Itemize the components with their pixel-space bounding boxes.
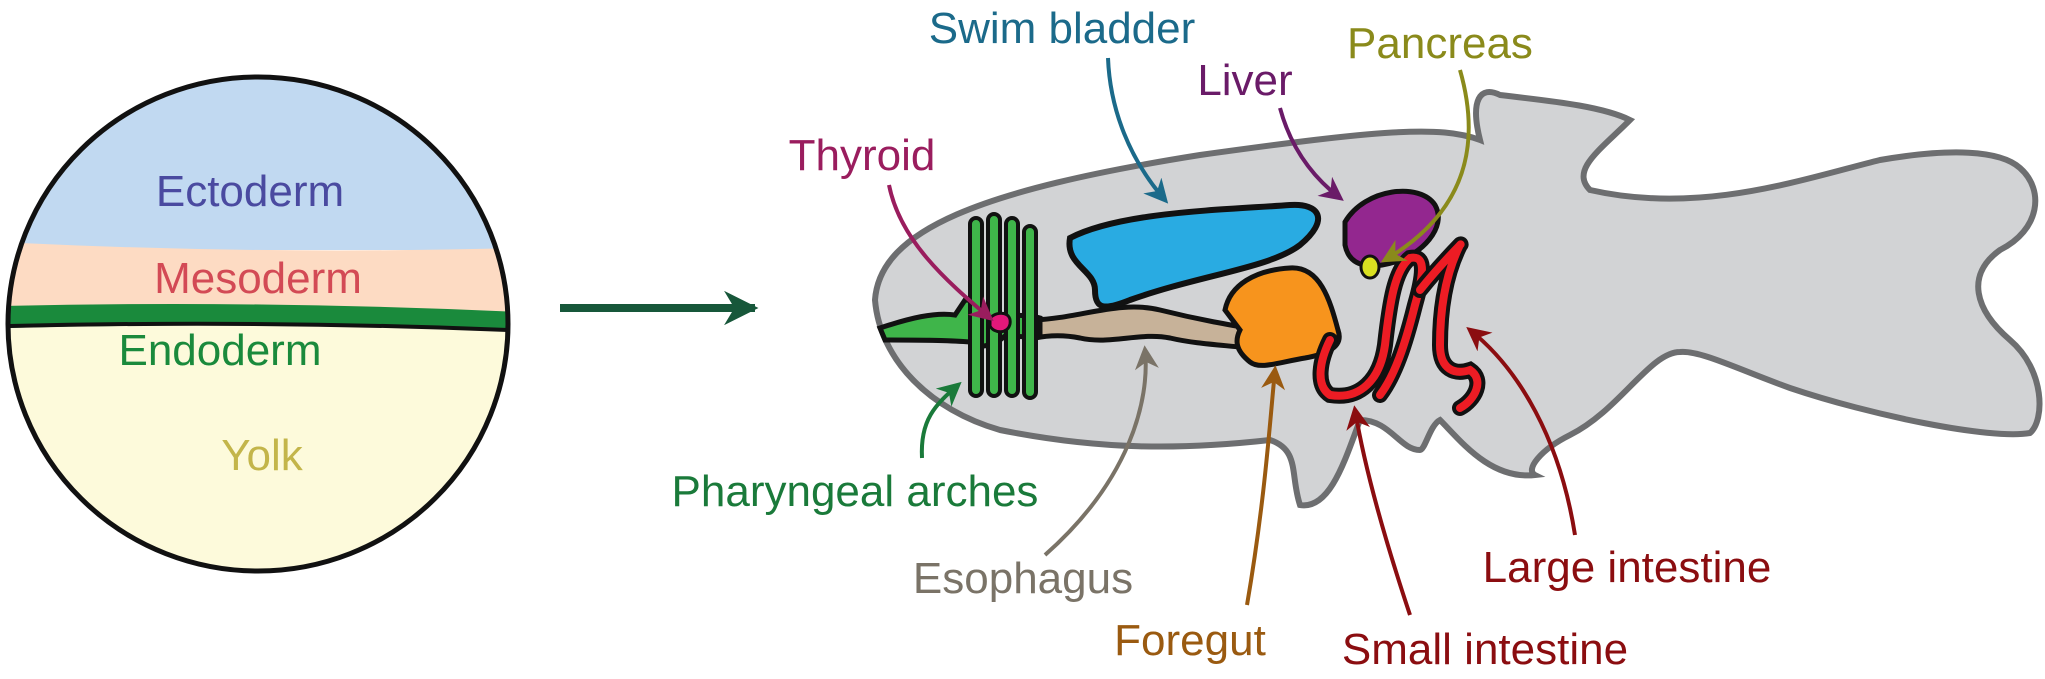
esophagus-label: Esophagus [913, 554, 1133, 603]
ectoderm-label: Ectoderm [156, 167, 344, 216]
swim-bladder-shape [1066, 201, 1322, 310]
large-intestine-label: Large intestine [1483, 543, 1772, 592]
liver-arrow [1278, 107, 1344, 201]
embryo-outline [5, 74, 511, 574]
pharyngeal-arches-arrow [919, 381, 962, 459]
liver-label: Liver [1197, 56, 1292, 105]
fish-body [871, 89, 2043, 509]
fish [871, 89, 2043, 509]
esophagus-arrow [1043, 345, 1159, 557]
foregut-label: Foregut [1114, 616, 1266, 665]
pancreas-shape [1359, 254, 1381, 280]
swim-bladder-label: Swim bladder [929, 4, 1196, 53]
thyroid-arrow [887, 184, 994, 322]
pancreas-label: Pancreas [1347, 19, 1533, 68]
endoderm-label: Endoderm [118, 326, 321, 375]
small-intestine-arrow [1346, 405, 1412, 616]
foregut-arrow [1245, 365, 1286, 606]
thyroid-shape [988, 311, 1012, 334]
thyroid-label: Thyroid [789, 131, 936, 180]
embryo-divider [9, 321, 509, 332]
large-intestine-fill [1416, 240, 1482, 412]
yolk-label: Yolk [221, 431, 304, 480]
pharyngeal-arches-label: Pharyngeal arches [672, 467, 1039, 516]
small-intestine-fill [1316, 253, 1426, 400]
mesoderm-label: Mesoderm [154, 254, 362, 303]
pancreas-arrow [1380, 69, 1471, 263]
mesoderm-region [8, 242, 508, 318]
large-intestine-arrow [1466, 326, 1577, 536]
small-intestine-label: Small intestine [1342, 625, 1628, 674]
swim-bladder-arrow [1106, 57, 1169, 204]
embryo: Ectoderm Mesoderm Endoderm Yolk [5, 74, 511, 574]
